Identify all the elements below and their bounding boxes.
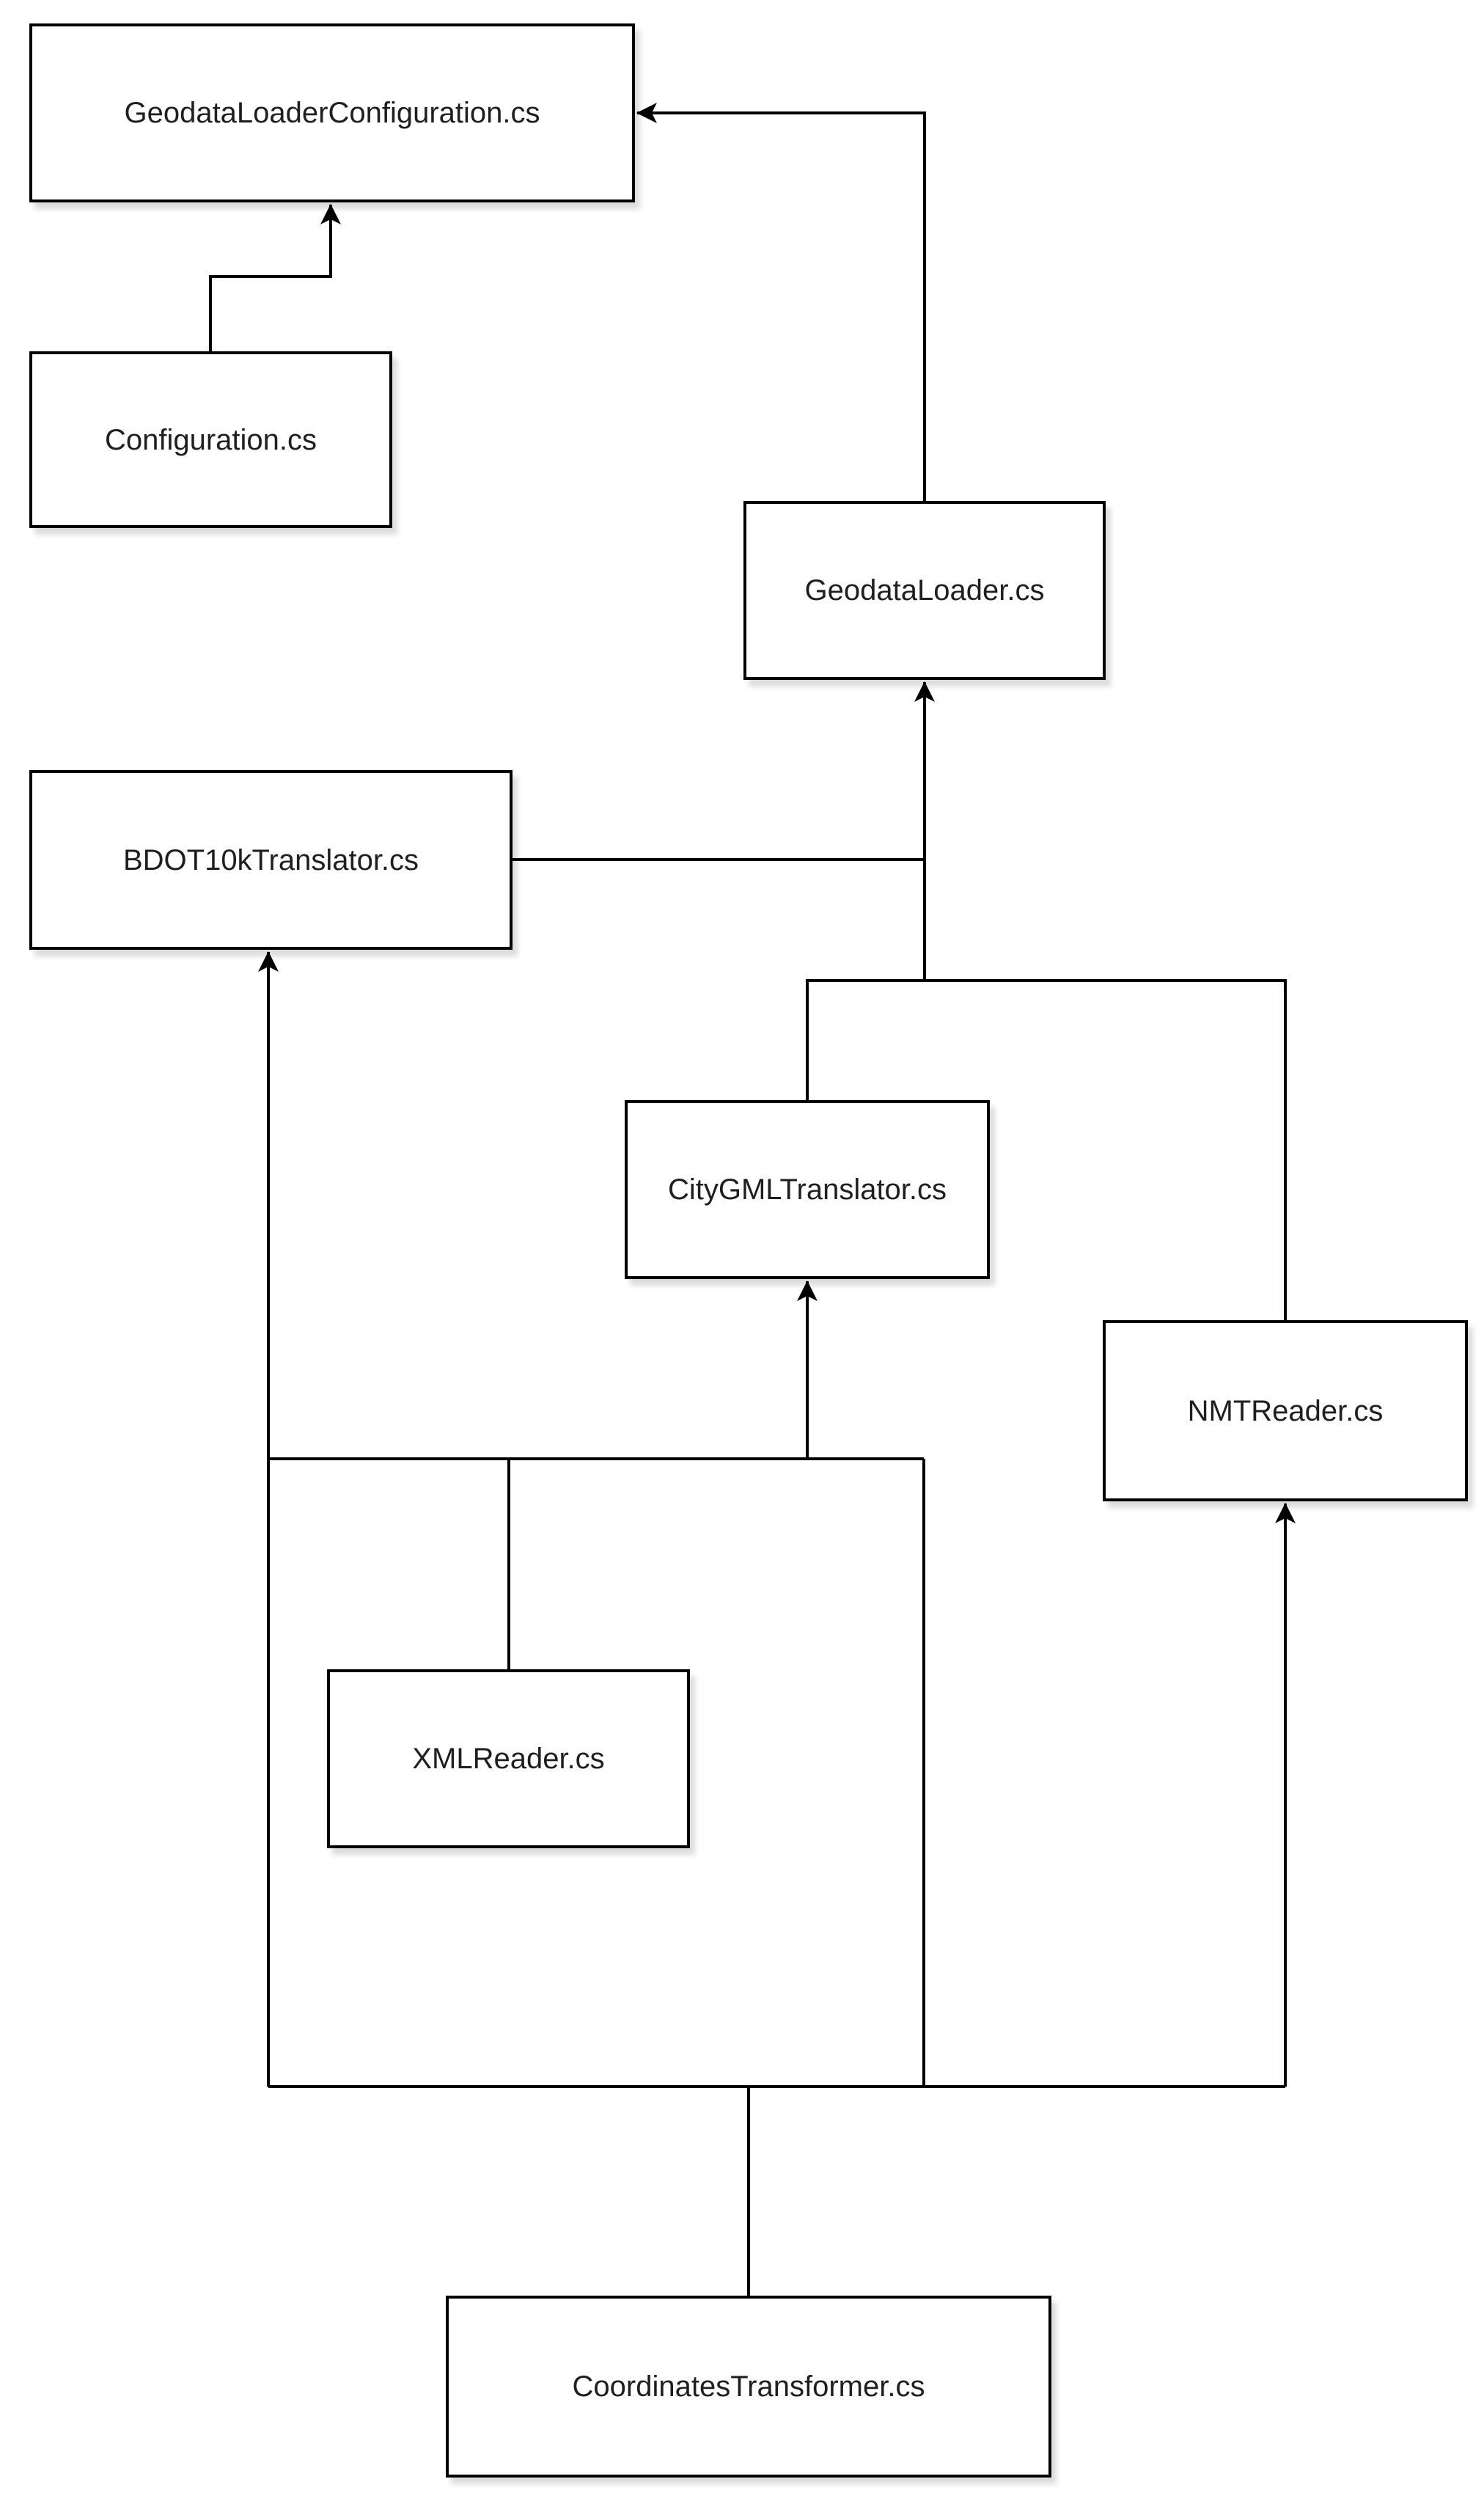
node-geodata-loader: GeodataLoader.cs	[743, 501, 1106, 680]
edge-configuration-to-geodataloaderconfiguration	[209, 204, 341, 351]
edge-citygml-top-to-nmtreader-top-rail	[806, 979, 1287, 1320]
node-citygml-translator: CityGMLTranslator.cs	[625, 1100, 990, 1279]
node-nmt-reader: NMTReader.cs	[1103, 1320, 1468, 1501]
node-label: XMLReader.cs	[412, 1743, 605, 1775]
node-label: CityGMLTranslator.cs	[667, 1173, 947, 1206]
node-label: BDOT10kTranslator.cs	[122, 843, 419, 876]
node-label: CoordinatesTransformer.cs	[572, 2370, 925, 2403]
node-geodata-loader-configuration: GeodataLoaderConfiguration.cs	[29, 23, 635, 202]
node-label: GeodataLoader.cs	[804, 574, 1045, 607]
edge-geodataloader-to-geodataloaderconfiguration	[636, 103, 926, 501]
node-xml-reader: XMLReader.cs	[327, 1669, 690, 1848]
node-label: GeodataLoaderConfiguration.cs	[124, 97, 540, 129]
node-bdot10k-translator: BDOT10kTranslator.cs	[29, 770, 513, 950]
node-label: NMTReader.cs	[1187, 1394, 1384, 1427]
node-coordinates-transformer: CoordinatesTransformer.cs	[446, 2296, 1051, 2478]
node-configuration: Configuration.cs	[29, 351, 392, 528]
node-label: Configuration.cs	[104, 423, 317, 456]
